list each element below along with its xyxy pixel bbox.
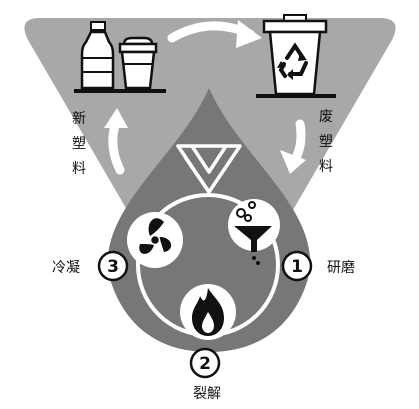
right-label-char: 料: [319, 159, 333, 175]
left-label-char: 塑: [72, 136, 86, 152]
step-label-grinding: 研磨: [327, 260, 355, 276]
left-label-char: 料: [72, 161, 86, 177]
right-label: 废 塑 料: [319, 109, 333, 175]
right-label-char: 塑: [319, 134, 333, 150]
left-label-char: 新: [72, 111, 86, 127]
step-number: 2: [199, 354, 211, 374]
right-label-char: 废: [319, 109, 333, 125]
bottle-and-cup-icon: [74, 21, 166, 93]
right-arrow: [280, 119, 306, 174]
left-arrow: [104, 108, 128, 175]
step-badge: 2: [189, 347, 221, 379]
flame-icon: [180, 284, 236, 340]
funnel-icon: [228, 199, 280, 265]
step-number: 3: [107, 257, 119, 277]
drop-shape: [107, 88, 311, 352]
left-label: 新 塑 料: [72, 111, 86, 177]
step-badge: 1: [281, 250, 313, 282]
step-label-pyrolysis: 裂解: [193, 386, 221, 402]
step-label-condensing: 冷凝: [52, 260, 80, 276]
step-badge: 3: [97, 250, 129, 282]
step-number: 1: [291, 257, 303, 277]
fan-icon: [127, 212, 183, 268]
top-arrow: [167, 20, 262, 48]
logo-icon: [176, 144, 242, 194]
recycle-bin-icon: [256, 14, 336, 98]
